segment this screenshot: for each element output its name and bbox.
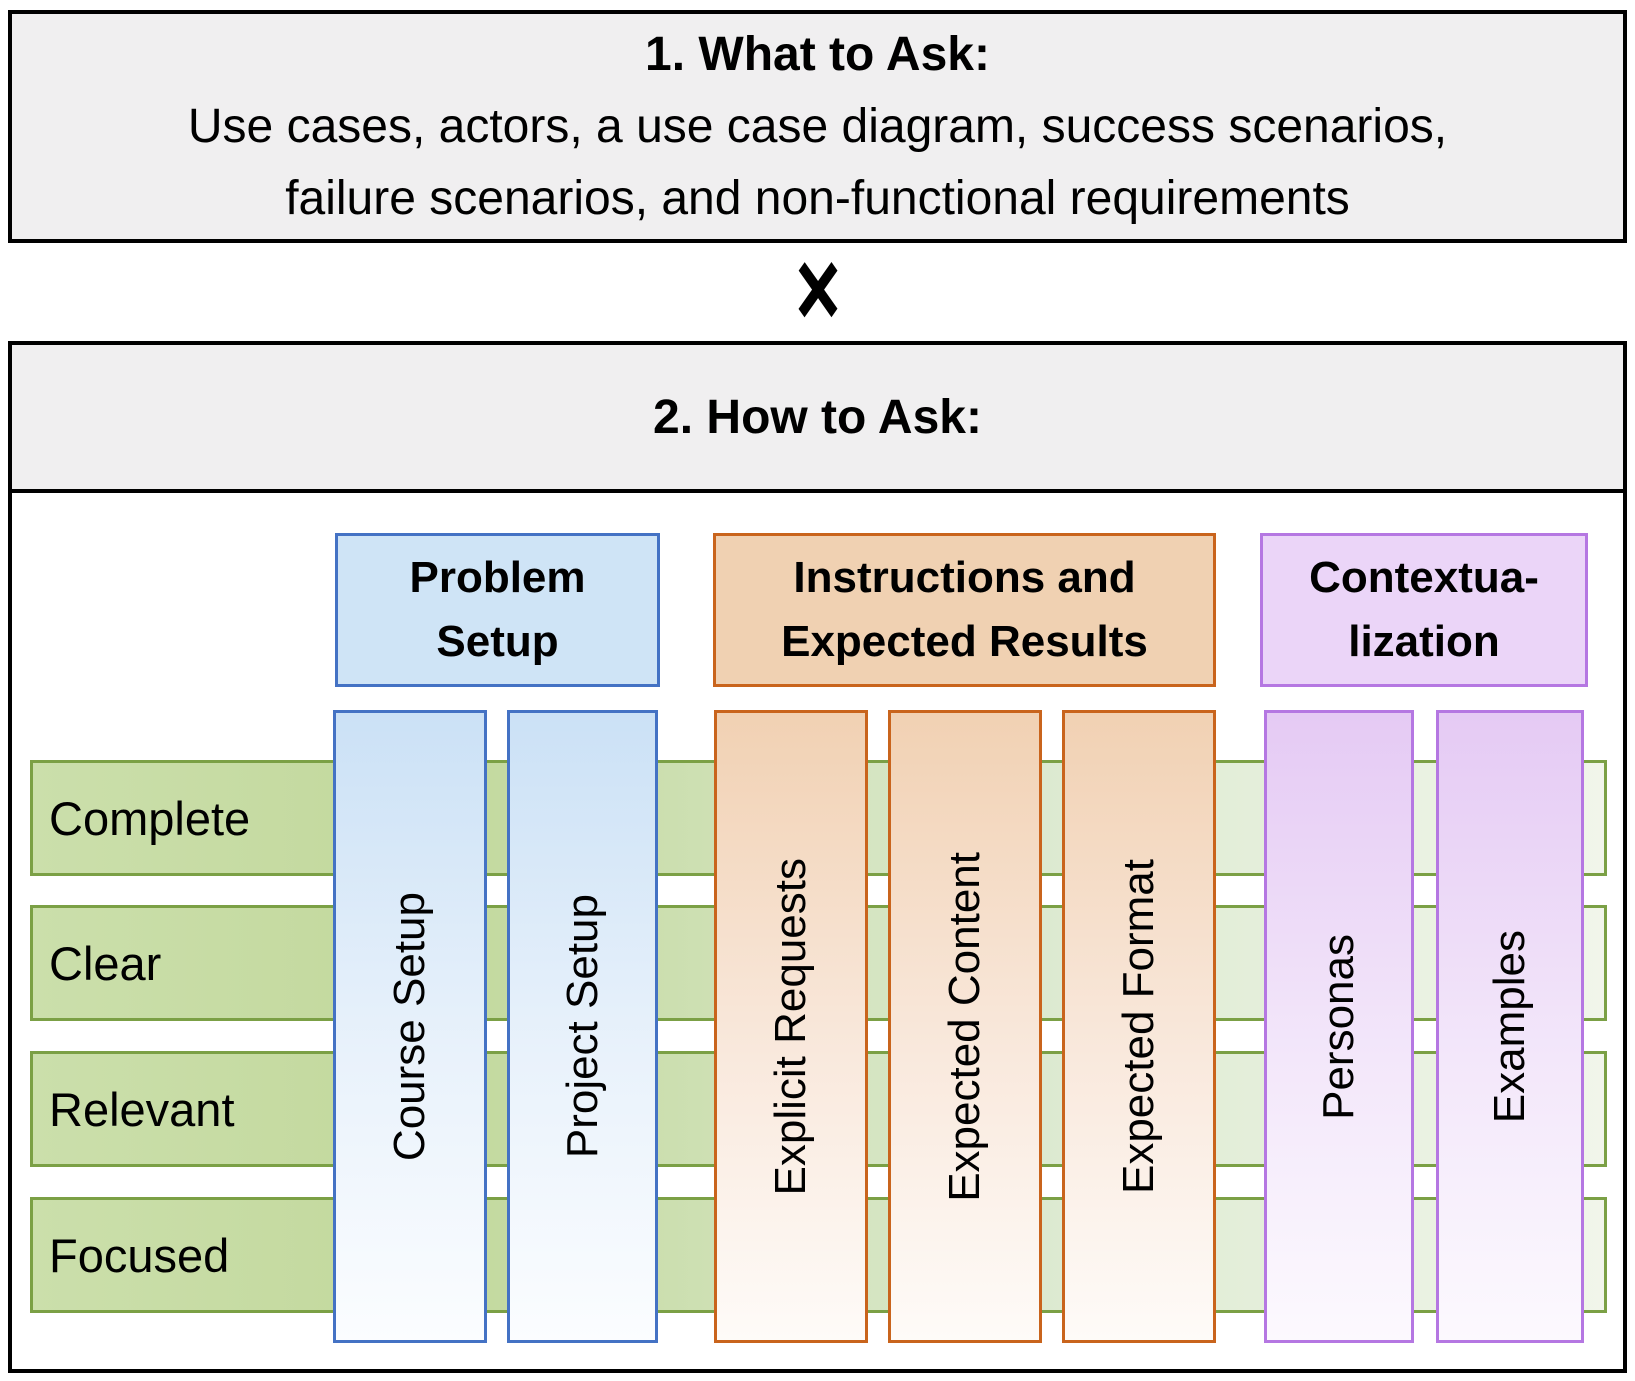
group-header-line: Contextua- [1309,553,1539,602]
how-to-ask-title: 2. How to Ask: [653,390,982,444]
column-personas: Personas [1264,710,1414,1343]
row-label: Complete [49,791,251,845]
column-label: Personas [1314,933,1363,1120]
what-to-ask-description-line-2: failure scenarios, and non-functional re… [285,171,1350,225]
what-to-ask-title: 1. What to Ask: [645,27,990,81]
column-label: Course Setup [385,891,434,1162]
column-course-setup: Course Setup [333,710,487,1343]
column-expected-format: Expected Format [1062,710,1216,1343]
row-label: Clear [49,936,162,990]
group-header-line: lization [1348,617,1500,666]
group-header-line: Setup [436,617,559,666]
multiplication-sign: × [794,227,841,351]
column-label: Examples [1485,929,1534,1124]
group-header-contextualization: Contextua- lization [1260,533,1588,687]
group-header-line: Problem [409,553,586,602]
what-to-ask-box: 1. What to Ask: Use cases, actors, a use… [8,10,1627,243]
row-label: Focused [49,1228,230,1282]
what-to-ask-description-line-1: Use cases, actors, a use case diagram, s… [187,99,1448,153]
column-label: Project Setup [557,894,607,1159]
group-header-line: Expected Results [781,617,1148,666]
column-label: Expected Content [940,851,989,1202]
column-label: Expected Format [1114,858,1163,1195]
group-header-instructions-expected-results: Instructions and Expected Results [713,533,1216,687]
group-header-line: Instructions and [793,553,1136,602]
column-project-setup: Project Setup [507,710,658,1343]
row-label: Relevant [49,1082,235,1136]
multiplication-sign-container: × [0,234,1635,345]
column-examples: Examples [1436,710,1584,1343]
column-explicit-requests: Explicit Requests [714,710,868,1343]
column-expected-content: Expected Content [888,710,1042,1343]
column-label: Explicit Requests [766,857,815,1196]
how-to-ask-header-band: 2. How to Ask: [12,345,1623,493]
group-header-problem-setup: Problem Setup [335,533,660,687]
